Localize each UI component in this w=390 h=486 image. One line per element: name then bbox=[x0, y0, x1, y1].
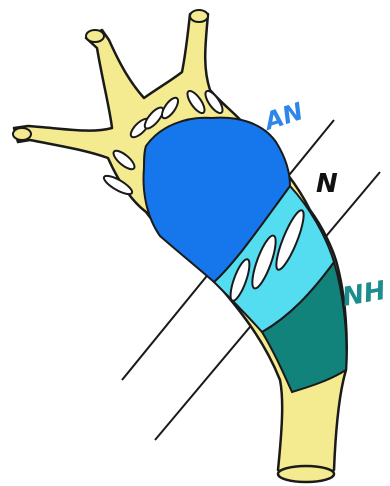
label-n: N bbox=[316, 169, 338, 199]
branch-tip-middle bbox=[86, 30, 104, 42]
tube-end bbox=[278, 466, 334, 482]
branch-tip-left bbox=[13, 128, 31, 140]
label-nh: NH bbox=[340, 276, 388, 313]
branch-tip-right bbox=[190, 10, 208, 22]
